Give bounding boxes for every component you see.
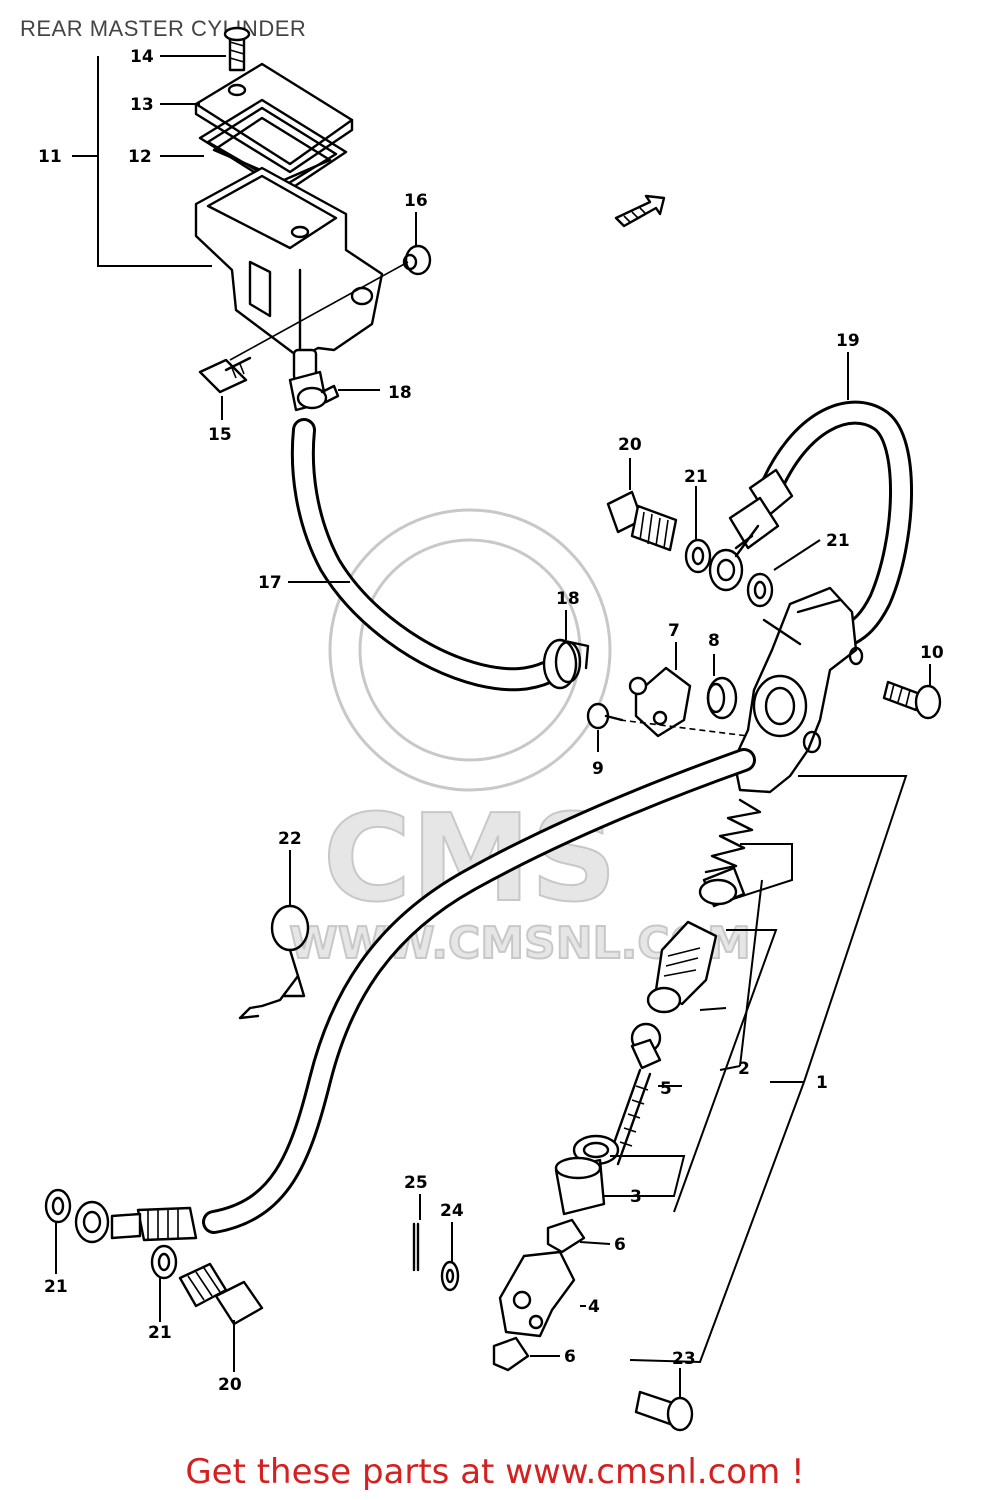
- callout-6-lower: 6: [564, 1347, 576, 1367]
- reservoir-hose: [290, 418, 560, 692]
- reservoir-bolt: [198, 356, 252, 394]
- clevis-pin-23: [634, 1390, 694, 1432]
- callout-21-upper-b: 21: [826, 531, 850, 551]
- callout-21-upper-a: 21: [684, 467, 708, 487]
- diagram-title: REAR MASTER CYLINDER: [20, 16, 307, 41]
- washer-24: [440, 1260, 460, 1292]
- callout-19: 19: [836, 331, 860, 351]
- callout-17: 17: [258, 573, 282, 593]
- callout-11: 11: [38, 147, 62, 167]
- callout-20-lower: 20: [218, 1375, 242, 1395]
- callout-12: 12: [128, 147, 152, 167]
- callout-20-upper: 20: [618, 435, 642, 455]
- callout-16: 16: [404, 191, 428, 211]
- brake-hose-upper: [728, 400, 914, 648]
- callout-6-upper: 6: [614, 1235, 626, 1255]
- callout-8: 8: [708, 631, 720, 651]
- callout-21-lower-a: 21: [44, 1277, 68, 1297]
- callout-7: 7: [668, 621, 680, 641]
- callout-13: 13: [130, 95, 154, 115]
- callout-18-upper: 18: [388, 383, 412, 403]
- o-ring-8: [706, 676, 738, 720]
- callout-15: 15: [208, 425, 232, 445]
- nut-6-upper: [546, 1218, 586, 1254]
- hose-joint-7: [628, 666, 692, 738]
- dust-boot-3: [554, 1156, 606, 1216]
- sealing-washer-upper-a: [684, 538, 712, 574]
- callout-9: 9: [592, 759, 604, 779]
- callout-23: 23: [672, 1349, 696, 1369]
- banjo-fitting-lower: [74, 1200, 110, 1244]
- callout-2: 2: [738, 1059, 750, 1079]
- reservoir-cap-screw: [223, 26, 251, 72]
- callout-numbers: 14 13 12 11 16 15 18 17 18 19 20 21 21 7…: [38, 47, 944, 1395]
- footer-link-text[interactable]: Get these parts at www.cmsnl.com !: [185, 1452, 805, 1492]
- cotter-pin-25: [412, 1222, 420, 1272]
- mounting-bolt-10: [882, 680, 942, 720]
- union-bolt-lower: [178, 1262, 264, 1326]
- hose-clamp-upper: [296, 384, 340, 410]
- push-rod-5: [606, 1022, 662, 1166]
- reservoir-cap: [194, 62, 354, 174]
- watermark: CMS WWW.CMSNL.COM: [288, 508, 752, 970]
- banjo-fitting-upper: [708, 524, 760, 592]
- sealing-washer-lower-b: [150, 1244, 178, 1280]
- reservoir-grommet: [229, 244, 432, 361]
- master-cylinder-body: [732, 586, 864, 794]
- callout-22: 22: [278, 829, 302, 849]
- watermark-logo-text: CMS: [323, 790, 617, 929]
- callout-24: 24: [440, 1201, 464, 1221]
- callout-25: 25: [404, 1173, 428, 1193]
- forward-arrow-icon: [614, 194, 666, 228]
- union-bolt-upper: [606, 490, 678, 552]
- sealing-washer-upper-b: [746, 572, 774, 608]
- screw-9: [586, 702, 749, 737]
- hose-clamp-lower: [542, 638, 590, 690]
- callout-1: 1: [816, 1073, 828, 1093]
- callout-18-lower: 18: [556, 589, 580, 609]
- callout-10: 10: [920, 643, 944, 663]
- sealing-washer-lower-a: [44, 1188, 72, 1224]
- callout-5: 5: [660, 1079, 672, 1099]
- callout-4: 4: [588, 1297, 600, 1317]
- watermark-logo-ring: [328, 508, 612, 792]
- brake-hose-lower: [110, 748, 756, 1242]
- callout-3: 3: [630, 1187, 642, 1207]
- nut-6-lower: [492, 1336, 530, 1372]
- clevis-4: [498, 1250, 576, 1338]
- callout-14: 14: [130, 47, 154, 67]
- callout-21-lower-b: 21: [148, 1323, 172, 1343]
- leader-lines: [55, 55, 931, 1398]
- piston-assembly: [646, 920, 718, 1014]
- reservoir-body: [194, 166, 384, 360]
- watermark-logo-inner: [358, 538, 582, 762]
- piston-cup: [698, 878, 738, 906]
